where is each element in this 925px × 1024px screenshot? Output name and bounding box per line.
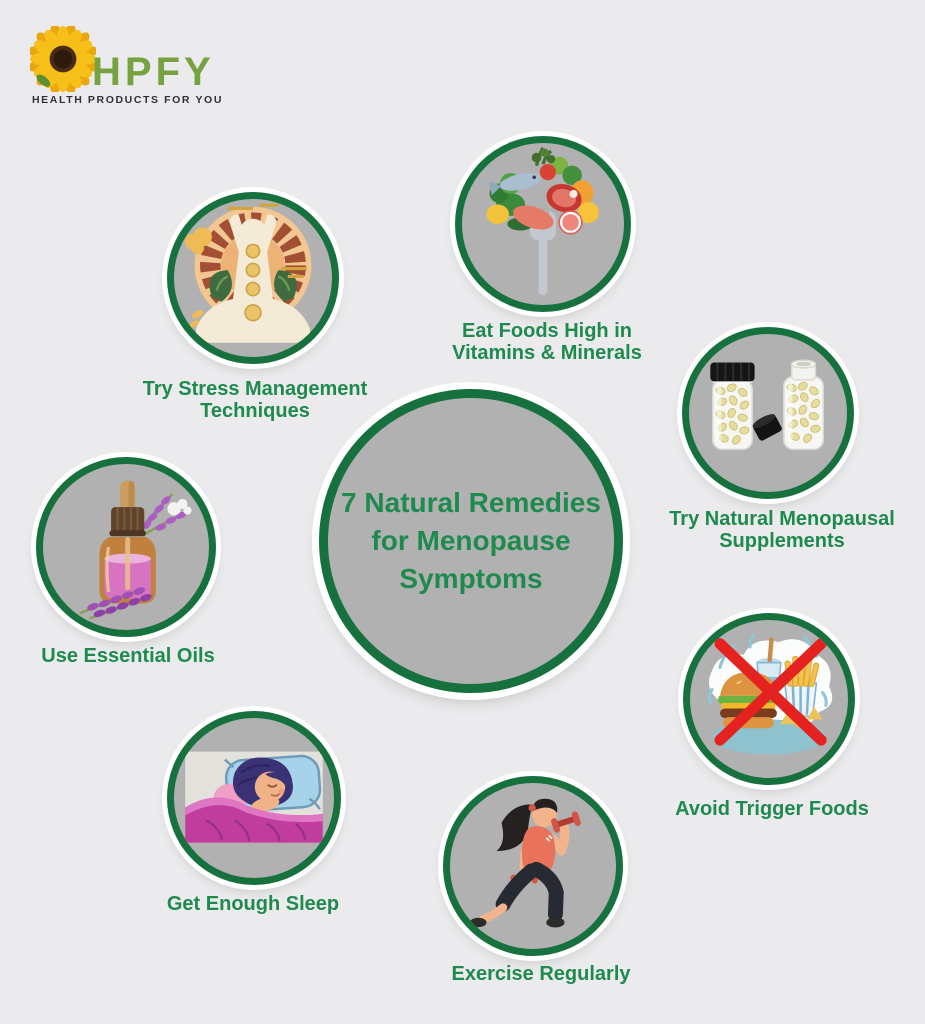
- exercise-label: Exercise Regularly: [452, 963, 631, 985]
- central-title-circle: 7 Natural Remedies for Menopause Symptom…: [319, 389, 623, 693]
- exercise-circle: [443, 776, 623, 956]
- logo-brand-text: HPFY: [92, 50, 215, 94]
- essential-oils-label: Use Essential Oils: [41, 645, 214, 667]
- sleep-label: Get Enough Sleep: [167, 893, 339, 915]
- label-line: Techniques: [200, 400, 310, 422]
- label-line: Eat Foods High in: [461, 320, 632, 342]
- logo-tagline-text: HEALTH PRODUCTS FOR YOU: [32, 94, 223, 106]
- sunflower-icon: [30, 26, 96, 92]
- center-title-line-2: for Menopause: [371, 525, 571, 556]
- hpfy-logo: HPFY HEALTH PRODUCTS FOR YOU: [30, 22, 260, 106]
- healthy-foods-fork-illustration: [486, 146, 599, 296]
- avoid-trigger-foods-label: Avoid Trigger Foods: [675, 798, 869, 820]
- eat-foods-label: Eat Foods High in Vitamins & Minerals: [452, 320, 642, 364]
- supplements-circle: [682, 327, 854, 499]
- label-line: Use Essential Oils: [41, 645, 215, 667]
- supplements-label: Try Natural Menopausal Supplements: [669, 508, 895, 552]
- label-line: Avoid Trigger Foods: [675, 798, 869, 820]
- essential-oils-circle: [36, 457, 216, 637]
- sleeping-woman-illustration: [185, 751, 323, 843]
- eat-foods-circle: [455, 136, 631, 312]
- supplement-bottles-illustration: [710, 359, 825, 451]
- stress-management-label: Try Stress Management Techniques: [143, 378, 368, 422]
- label-line: Supplements: [719, 530, 845, 552]
- meditation-illustration: [185, 203, 312, 343]
- label-line: Get Enough Sleep: [166, 893, 340, 915]
- sleep-circle: [167, 711, 341, 885]
- essential-oil-bottle-illustration: [79, 480, 192, 620]
- center-title-line-1: 7 Natural Remedies: [341, 487, 601, 518]
- center-title-line-3: Symptoms: [399, 563, 543, 594]
- label-line: Vitamins & Minerals: [452, 342, 642, 364]
- stress-management-circle: [167, 192, 339, 364]
- label-line: Exercise Regularly: [451, 963, 631, 985]
- label-line: Try Stress Management: [142, 378, 368, 400]
- crossed-fast-food-illustration: [707, 634, 833, 755]
- exercise-woman-illustration: [469, 798, 581, 928]
- label-line: Try Natural Menopausal: [669, 508, 895, 530]
- avoid-trigger-foods-circle: [683, 613, 855, 785]
